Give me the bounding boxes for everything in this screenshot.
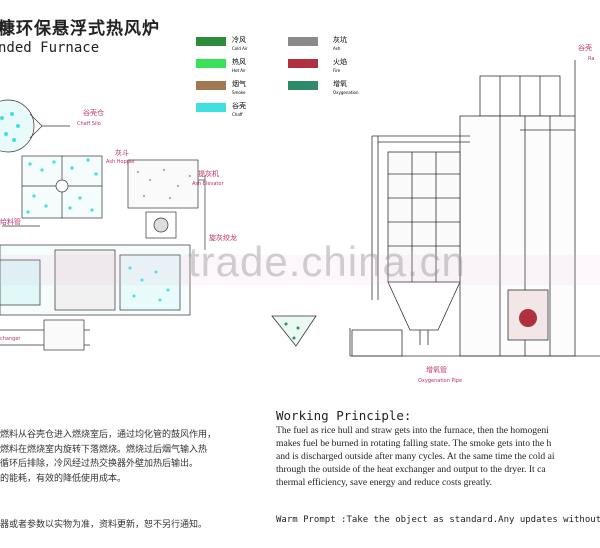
working-line: makes fuel be burned in rotating falling…	[276, 438, 552, 449]
warm-prompt-en: Warm Prompt :Take the object as standard…	[276, 515, 600, 525]
label-oxygen-pipe-en: Oxygenation Pipe	[418, 378, 462, 384]
label-ash-elevator-en: Ash Elevator	[192, 181, 224, 187]
ash-hopper-box	[127, 159, 199, 209]
legend-sub-chaff: Chaff	[232, 112, 243, 117]
legend-swatch-chaff	[196, 103, 226, 112]
legend-label-chaff: 谷壳	[232, 101, 246, 110]
legend-sub-fire: Fire	[333, 68, 341, 73]
working-line: through the outside of the heat exchange…	[276, 464, 546, 475]
legend: 冷风 Cold Air 灰坑 Ash 热风 Hot Air 火焰 Fire 烟气…	[196, 35, 359, 117]
cn-line: 燃料从谷壳仓进入燃烧室后，通过均化管的鼓风作用，	[0, 430, 217, 440]
oxygenation-funnel	[271, 315, 317, 347]
working-principle-title: Working Principle:	[276, 408, 412, 423]
cn-line: 循环后排除，冷风经过热交换器外壁加热后输出。	[0, 459, 199, 469]
watermark: trade.china.cn	[188, 238, 466, 285]
working-principle-body: The fuel as rice hull and straw gets int…	[276, 424, 600, 489]
label-right-top-cn: 谷壳	[578, 43, 592, 52]
title-english: nded Furnace	[0, 40, 100, 56]
legend-label-ash: 灰坑	[333, 35, 347, 44]
label-feed-pipe-cn: 给料管	[0, 217, 21, 226]
chinese-description: 燃料从谷壳仓进入燃烧室后，通过均化管的鼓风作用， 燃料在燃烧室内旋转下落燃烧。燃…	[0, 428, 270, 486]
right-furnace-diagram	[271, 60, 600, 357]
working-line: The fuel as rice hull and straw gets int…	[276, 425, 549, 436]
legend-label-cold-air: 冷风	[232, 35, 246, 44]
legend-swatch-ash	[288, 37, 318, 46]
label-ash-hopper-en: Ash Hopper	[106, 159, 136, 165]
legend-label-smoke: 烟气	[232, 79, 246, 88]
label-chaff-silo-en: Chaff Silo	[77, 121, 101, 127]
legend-swatch-cold-air	[196, 37, 226, 46]
working-line: thermal efficiency, save energy and redu…	[276, 477, 493, 488]
label-right-top-en: Ra	[588, 56, 594, 62]
ash-elevator	[145, 211, 177, 239]
label-exchanger-en: changer	[0, 336, 21, 342]
legend-label-oxygenation: 增氧	[333, 79, 347, 88]
working-line: and is discharged outside after many cyc…	[276, 451, 555, 462]
legend-label-hot-air: 热风	[232, 57, 246, 66]
label-chaff-silo-cn: 谷壳仓	[83, 108, 104, 117]
label-ash-hopper-cn: 灰斗	[115, 148, 129, 157]
legend-label-fire: 火焰	[333, 57, 347, 66]
legend-swatch-fire	[288, 59, 318, 68]
cn-line: 的能耗，有效的降低使用成本。	[0, 473, 127, 484]
right-labels: 谷壳 Ra 增氧管 Oxygenation Pipe	[418, 43, 594, 384]
legend-swatch-hot-air	[196, 59, 226, 68]
silo-hopper-cone	[387, 281, 461, 331]
legend-swatch-oxygenation	[288, 81, 318, 90]
left-furnace-diagram	[0, 99, 206, 351]
cn-line: 燃料在燃烧室内旋转下落燃烧。燃烧过后烟气输入热	[0, 444, 208, 455]
legend-sub-cold-air: Cold Air	[232, 46, 248, 51]
legend-sub-smoke: Smoke	[232, 90, 246, 95]
title-chinese: 糠环保悬浮式热风炉	[0, 19, 160, 39]
warm-prompt-cn: 器或者参数以实物为准，资料更新，恕不另行通知。	[0, 520, 208, 530]
watermark-band	[0, 255, 600, 285]
left-labels: 谷壳仓 Chaff Silo 灰斗 Ash Hopper 提灰机 Ash Ele…	[0, 108, 237, 342]
label-oxygen-pipe-cn: 增氧管	[426, 365, 447, 374]
legend-sub-oxygenation: Oxygenation	[333, 90, 359, 95]
legend-sub-hot-air: Hot Air	[232, 68, 246, 73]
legend-sub-ash: Ash	[333, 46, 341, 51]
label-auger-cn: 旋灰绞龙	[209, 233, 237, 242]
label-ash-elevator-cn: 提灰机	[198, 169, 219, 178]
legend-swatch-smoke	[196, 81, 226, 90]
flame-mark	[519, 309, 537, 327]
